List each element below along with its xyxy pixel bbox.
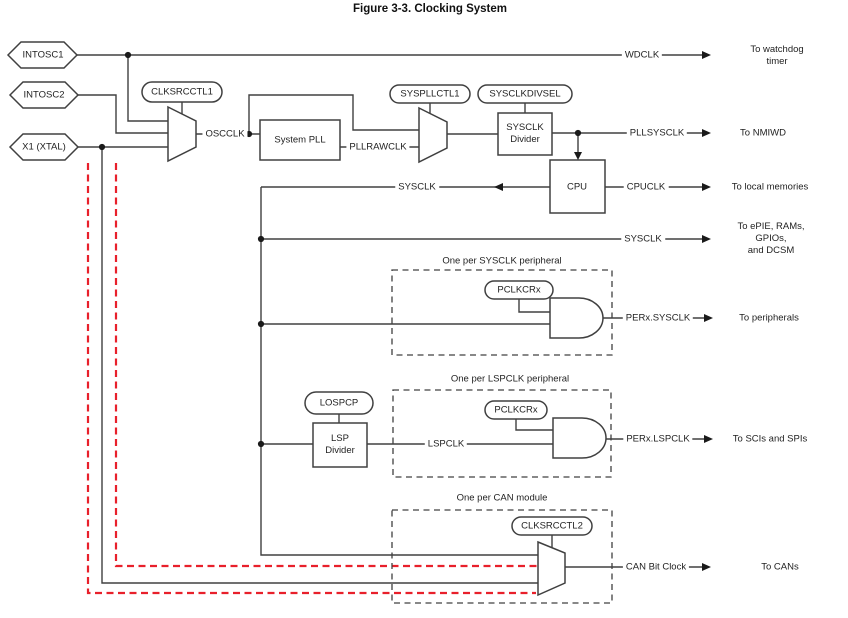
signal-cpuclk: CPUCLK — [623, 181, 669, 193]
oscclk-mux — [167, 105, 197, 163]
clksrcctl1-pill — [141, 81, 223, 103]
signal-wdclk: WDCLK — [621, 49, 663, 61]
arrow-into-cpu — [574, 152, 582, 160]
intosc2-hexagon — [8, 81, 80, 109]
source-x1-xtal: X1 (XTAL) — [22, 141, 66, 153]
wire-intosc2-to-mux — [78, 94, 168, 134]
source-intosc1: INTOSC1 — [22, 49, 64, 61]
arrow-cpuclk — [702, 183, 711, 191]
syspll-mux — [418, 106, 448, 164]
sysclk-divider-box — [497, 112, 553, 156]
figure-title: Figure 3-3. Clocking System — [352, 3, 508, 16]
cpu-box — [549, 159, 606, 214]
register-syspllctl1: SYSPLLCTL1 — [400, 88, 460, 100]
register-pclkcr-lspclk: PCLKCRx — [494, 404, 538, 416]
gate-shapes — [549, 297, 607, 459]
wire-pclkcr1-connector — [518, 298, 550, 313]
lospcp-pill — [304, 391, 374, 415]
syspllctl1-pill — [389, 84, 471, 104]
group-box-lspclk-peripheral — [392, 389, 612, 478]
dest-local-memories: To local memories — [731, 181, 809, 193]
system-pll-box — [259, 119, 341, 161]
block-system-pll: System PLL — [274, 134, 326, 146]
signal-sysclk-cpu: SYSCLK — [395, 181, 439, 193]
arrow-sysclk-left — [494, 183, 503, 191]
dest-scis-spis: To SCIs and SPIs — [732, 433, 808, 445]
arrowheads — [494, 51, 713, 571]
group-title-can-module: One per CAN module — [453, 492, 551, 504]
signal-perx-sysclk: PERx.SYSCLK — [622, 312, 694, 324]
register-shapes — [141, 81, 593, 536]
group-box-sysclk-peripheral — [391, 269, 613, 356]
register-sysclkdivsel: SYSCLKDIVSEL — [489, 88, 561, 100]
dest-nmiwd: To NMIWD — [740, 127, 786, 139]
signal-perx-lspclk: PERx.LSPCLK — [623, 433, 693, 445]
block-sysclk-divider: SYSCLK Divider — [506, 122, 544, 145]
arrow-wdclk — [702, 51, 711, 59]
wire-red-x1-to-can-mux — [86, 163, 536, 595]
and-gate-lspclk — [552, 417, 607, 459]
clksrcctl2-pill — [511, 516, 593, 536]
register-lospcp: LOSPCP — [319, 397, 359, 409]
register-clksrcctl2: CLKSRCCTL2 — [521, 520, 583, 532]
source-shapes — [6, 41, 80, 161]
dest-cans: To CANs — [761, 561, 799, 573]
signal-lspclk: LSPCLK — [424, 438, 468, 450]
arrow-perx-sysclk — [704, 314, 713, 322]
signal-pllsysclk: PLLSYSCLK — [626, 127, 688, 139]
register-pclkcr-sysclk: PCLKCRx — [497, 284, 541, 296]
wire-pll-bypass — [248, 94, 419, 134]
highlight-wires — [86, 163, 538, 595]
wire-x1-branch-to-can-mux — [101, 147, 538, 584]
junction-dots — [98, 51, 582, 448]
dest-epie-rams-gpios-dcsm: To ePIE, RAMs, GPIOs, and DCSM — [737, 221, 805, 256]
dest-watchdog-timer: To watchdog timer — [750, 44, 804, 67]
wire-sysclk-rail — [260, 187, 538, 556]
signal-can-bit-clock: CAN Bit Clock — [622, 561, 690, 573]
wire-red-intosc2-to-can-mux — [114, 163, 538, 568]
pclkcr-sysclk-pill — [484, 280, 554, 300]
group-box-can-module — [391, 509, 613, 604]
arrow-pllsysclk — [702, 129, 711, 137]
arrow-perx-lspclk — [704, 435, 713, 443]
block-shapes — [259, 112, 606, 468]
signal-pllrawclk: PLLRAWCLK — [346, 141, 410, 153]
signal-oscclk: OSCCLK — [202, 128, 248, 140]
wire-pclkcr2-connector — [515, 418, 553, 431]
wire-intosc1-branch-to-mux — [127, 55, 168, 122]
pclkcr-lspclk-pill — [484, 400, 548, 420]
source-intosc2: INTOSC2 — [23, 89, 65, 101]
lsp-divider-box — [312, 422, 368, 468]
can-clock-mux — [537, 540, 566, 597]
group-title-lspclk-peripheral: One per LSPCLK peripheral — [447, 373, 573, 385]
register-clksrcctl1: CLKSRCCTL1 — [151, 86, 213, 98]
x1-xtal-hexagon — [8, 133, 80, 161]
arrow-can-bit-clock — [702, 563, 711, 571]
block-cpu: CPU — [566, 181, 588, 193]
group-boxes — [391, 269, 613, 604]
block-lsp-divider: LSP Divider — [325, 433, 355, 456]
sysclkdivsel-pill — [477, 84, 573, 104]
arrow-sysclk — [702, 235, 711, 243]
dest-peripherals: To peripherals — [739, 312, 799, 324]
mux-shapes — [167, 105, 566, 597]
and-gate-sysclk — [549, 297, 604, 339]
intosc1-hexagon — [6, 41, 79, 69]
signal-sysclk-dist: SYSCLK — [621, 233, 665, 245]
group-title-sysclk-peripheral: One per SYSCLK peripheral — [439, 255, 565, 267]
